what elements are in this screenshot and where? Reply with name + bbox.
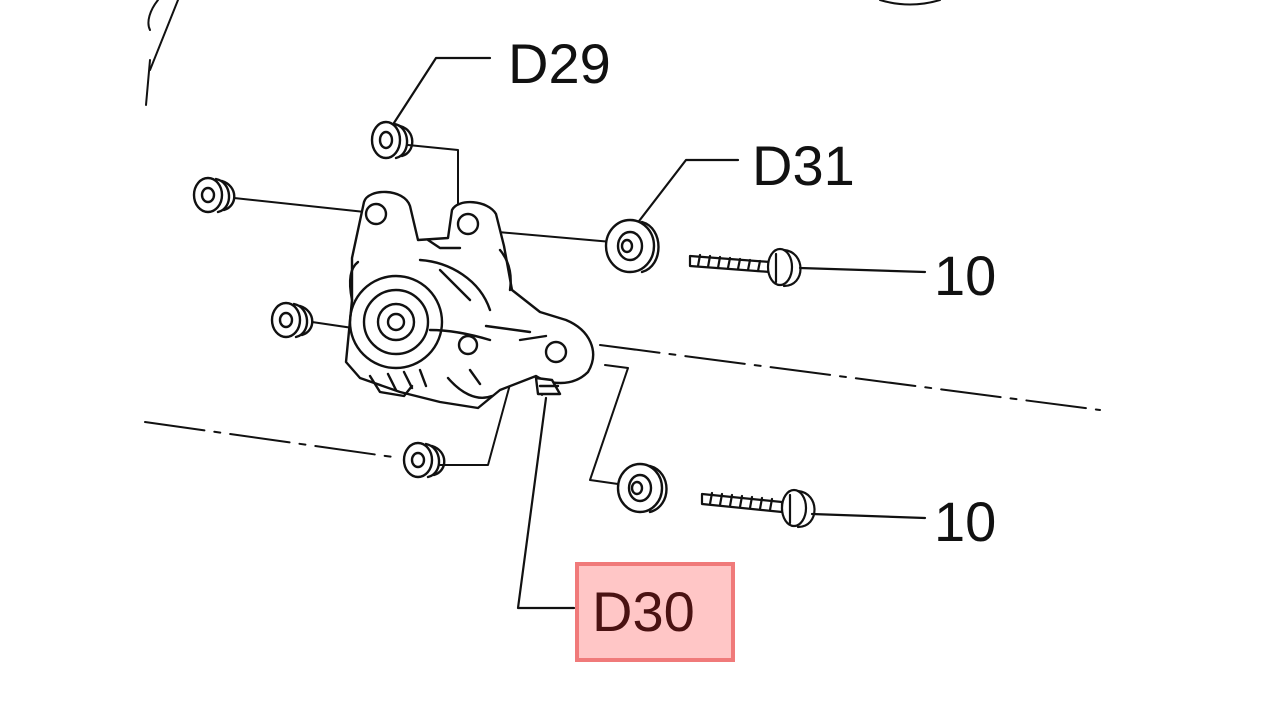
callout-part-10-upper: 10	[934, 244, 997, 307]
callout-part-10-lower: 10	[934, 490, 997, 553]
callout-leaders	[390, 56, 927, 610]
bushing-d29	[370, 120, 414, 160]
axis-line-upper	[599, 344, 1101, 411]
washer-d31	[604, 218, 660, 274]
bracket-assembly	[344, 190, 595, 410]
frame-edge-lines	[145, 0, 941, 106]
washer-lower	[616, 462, 668, 514]
highlight-box-d30	[575, 562, 735, 662]
bolt-10-lower	[700, 488, 816, 529]
bushing-left-top	[192, 176, 236, 214]
bushing-left-mid	[270, 301, 314, 339]
bushing-left-bottom	[402, 441, 446, 479]
callout-d30-highlighted: D30	[592, 580, 695, 643]
bolt-10-upper	[688, 247, 802, 288]
callout-d29: D29	[508, 32, 611, 95]
callout-d31: D31	[752, 134, 855, 197]
axis-line-lower	[144, 421, 401, 459]
